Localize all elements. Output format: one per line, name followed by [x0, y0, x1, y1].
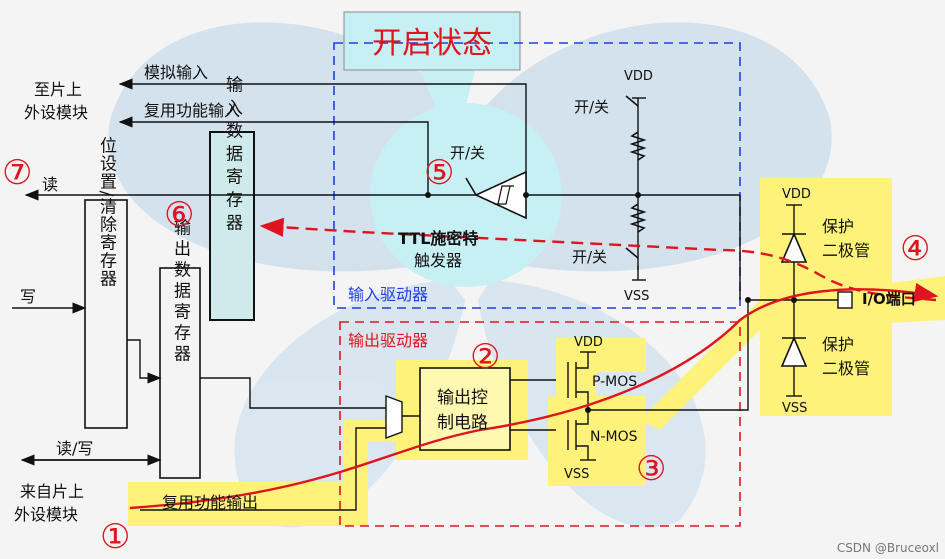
output-data-register-label: 输出数据寄存器 — [170, 218, 191, 365]
bitset-reset-register — [84, 199, 128, 429]
marker-3: ③ — [636, 449, 666, 489]
output-control-circuit — [419, 367, 511, 451]
marker-1: ① — [100, 517, 130, 557]
bitset-reset-register-label: 位设置/清除寄存器 — [96, 137, 117, 288]
switch-top-label: 开/关 — [574, 98, 609, 116]
input-driver-box — [333, 42, 741, 309]
input-path-dashed — [259, 217, 937, 302]
write-label: 写 — [20, 287, 36, 306]
watermark: CSDN @Bruceoxl — [836, 541, 939, 555]
read-write-label: 读/写 — [56, 439, 93, 458]
analog-input-label: 模拟输入 — [144, 63, 208, 82]
diode-top-label-line2: 二极管 — [822, 241, 870, 260]
io-pin-box — [837, 291, 853, 309]
input-vdd-label: VDD — [624, 69, 653, 84]
altfunc-output-label: 复用功能输出 — [162, 493, 258, 512]
nmos-label: N-MOS — [590, 429, 638, 445]
output-vdd-label: VDD — [574, 335, 603, 350]
highlight-regions — [128, 178, 945, 526]
input-data-register-label: 输入数据寄存器 — [222, 75, 243, 236]
input-data-register — [209, 131, 255, 321]
altfunc-input-label: 复用功能输入 — [144, 101, 240, 120]
output-mux — [385, 394, 403, 440]
marker-7: ⑦ — [2, 153, 32, 193]
output-vss-label: VSS — [564, 467, 589, 482]
switch-bottom-label: 开/关 — [572, 248, 607, 266]
diode-bottom-label-line1: 保护 — [822, 335, 854, 354]
marker-5: ⑤ — [424, 153, 454, 193]
from-peripheral-line2: 外设模块 — [14, 505, 78, 524]
control-circuit-line1: 输出控 — [437, 388, 488, 408]
junction-dots — [425, 192, 797, 413]
diode-bottom-icon — [780, 335, 808, 367]
diode-top-icon — [780, 231, 808, 263]
trigger-label-line2: 触发器 — [414, 251, 462, 270]
diode-bottom-label-line2: 二极管 — [822, 359, 870, 378]
trigger-label-line1: TTL施密特 — [398, 229, 478, 248]
output-path-curve — [129, 283, 939, 510]
output-driver-label: 输出驱动器 — [348, 331, 428, 350]
pullup-resistor — [629, 131, 647, 161]
protection-vdd-label: VDD — [782, 187, 811, 202]
io-pin-label: I/O端口 — [862, 290, 916, 308]
input-driver-label: 输入驱动器 — [348, 285, 428, 304]
read-label: 读 — [42, 175, 58, 194]
marker-6: ⑥ — [164, 195, 194, 235]
pullup-switch-icon — [625, 95, 639, 107]
output-data-register — [159, 267, 201, 479]
pulldown-resistor — [629, 203, 647, 233]
trigger-switch-icon — [465, 177, 477, 196]
callout-title: 开启状态 — [372, 26, 492, 61]
pmos-label: P-MOS — [592, 374, 637, 390]
pulldown-switch-icon — [625, 247, 639, 259]
protection-vss-label: VSS — [782, 401, 807, 416]
input-vss-label: VSS — [624, 289, 649, 304]
marker-4: ④ — [900, 229, 930, 269]
switch-trigger-label: 开/关 — [450, 144, 485, 162]
marker-2: ② — [470, 337, 500, 377]
to-peripheral-line2: 外设模块 — [24, 103, 88, 122]
from-peripheral-line1: 来自片上 — [20, 482, 84, 501]
control-circuit-line2: 制电路 — [437, 413, 488, 433]
output-driver-box — [339, 321, 741, 527]
diode-top-label-line1: 保护 — [822, 217, 854, 236]
to-peripheral-line1: 至片上 — [34, 80, 82, 99]
